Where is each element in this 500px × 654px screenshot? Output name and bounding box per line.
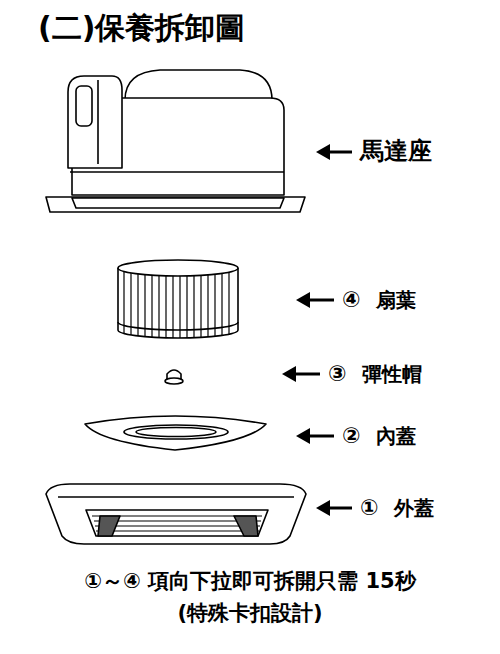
callout-number: ③ bbox=[328, 361, 347, 387]
outer-cover-drawing bbox=[46, 484, 306, 544]
callout-number: ④ bbox=[342, 287, 361, 313]
diagram-title: (二)保養拆卸圖 bbox=[38, 10, 245, 46]
diagram-caption: ①～④ 項向下拉即可拆開只需 15秒(特殊卡扣設計) bbox=[30, 566, 470, 629]
elastic-cap-drawing bbox=[165, 370, 183, 384]
part-name: 馬達座 bbox=[360, 137, 432, 166]
part-name: 扇葉 bbox=[376, 288, 416, 312]
leader-arrow bbox=[296, 292, 334, 308]
leader-arrow bbox=[296, 428, 334, 444]
leader-arrow bbox=[316, 144, 352, 160]
part-name: 內蓋 bbox=[376, 424, 416, 448]
callout-number: ① bbox=[360, 495, 379, 521]
motor-base-drawing bbox=[46, 70, 305, 212]
fan-drawing bbox=[118, 260, 238, 338]
leader-arrow bbox=[282, 366, 320, 382]
leader-arrow bbox=[316, 500, 352, 516]
part-name: 外蓋 bbox=[394, 496, 434, 520]
callout-number: ② bbox=[342, 423, 361, 449]
inner-cover-drawing bbox=[85, 416, 266, 450]
part-name: 彈性帽 bbox=[362, 362, 422, 386]
